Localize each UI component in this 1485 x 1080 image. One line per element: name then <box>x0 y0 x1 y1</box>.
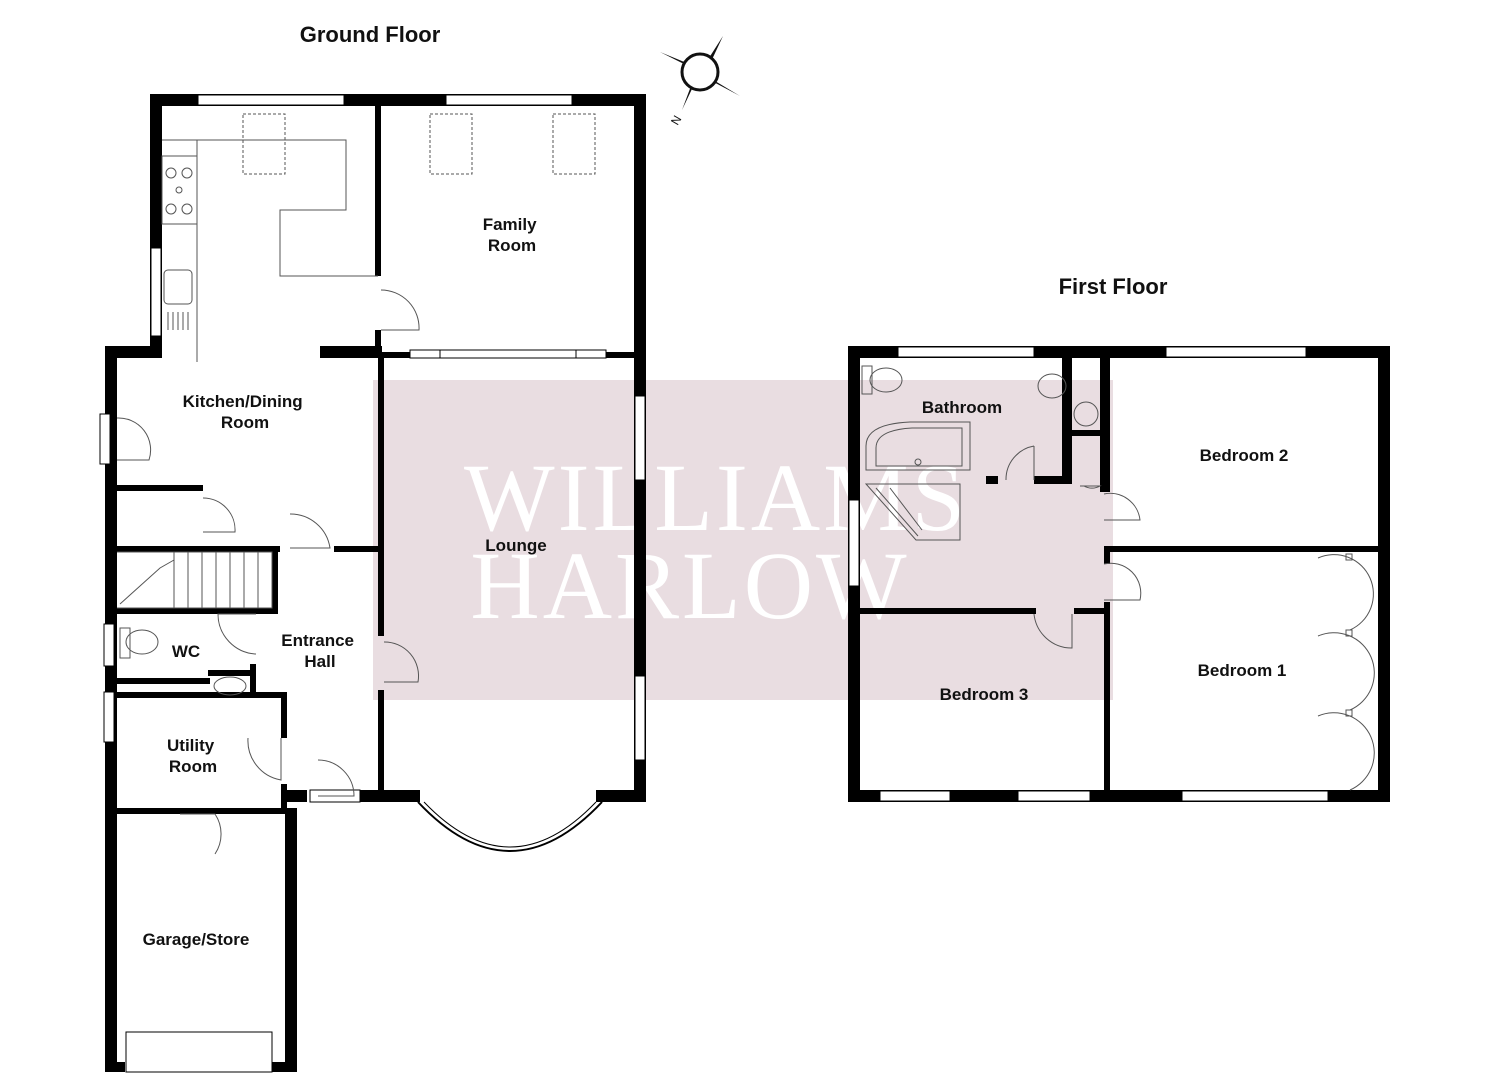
room-labels: Family Room Kitchen/Dining Room Lounge E… <box>143 215 1289 949</box>
compass-icon: N <box>660 36 740 128</box>
watermark-panel <box>373 380 1113 700</box>
label-wc: WC <box>172 642 200 661</box>
label-lounge: Lounge <box>485 536 546 555</box>
label-bathroom: Bathroom <box>922 398 1002 417</box>
label-family-room: Family Room <box>483 215 542 255</box>
label-entrance-hall: Entrance Hall <box>281 631 358 671</box>
label-bedroom-2: Bedroom 2 <box>1200 446 1289 465</box>
ground-floor-windows <box>99 94 646 1073</box>
label-utility-room: Utility Room <box>167 736 219 776</box>
ground-floor-title: Ground Floor <box>300 22 441 47</box>
label-bedroom-1: Bedroom 1 <box>1198 661 1287 680</box>
watermark: WILLIAMS HARLOW <box>373 380 1113 700</box>
bay-window <box>417 801 603 852</box>
first-floor-fixtures <box>861 365 1375 791</box>
compass-north-label: N <box>668 113 684 128</box>
first-floor-windows <box>848 346 1329 802</box>
watermark-line-2: HARLOW <box>470 532 909 639</box>
first-floor-title: First Floor <box>1059 274 1168 299</box>
ground-floor-fixtures <box>116 113 596 855</box>
label-kitchen-dining: Kitchen/Dining Room <box>183 392 308 432</box>
label-bedroom-3: Bedroom 3 <box>940 685 1029 704</box>
label-garage-store: Garage/Store <box>143 930 250 949</box>
watermark-line-1: WILLIAMS <box>464 444 968 551</box>
